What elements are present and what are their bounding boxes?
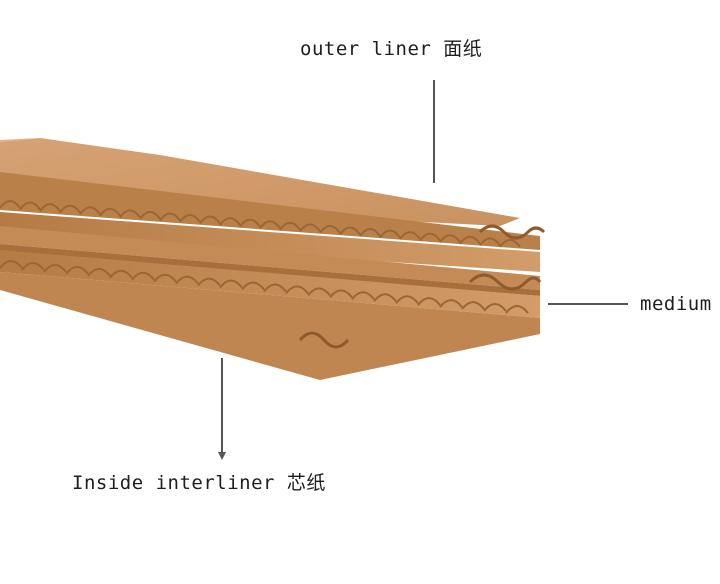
flute-ridge <box>65 265 89 275</box>
flute-ridge <box>263 283 287 293</box>
flute-ridge <box>59 204 81 214</box>
flute-ridge <box>219 279 243 289</box>
flute-ridge <box>351 291 375 300</box>
flute-ridge <box>459 235 481 245</box>
flute-ridge <box>109 269 133 279</box>
flute-ridge <box>99 207 121 217</box>
flute-ridge <box>159 212 181 222</box>
cross-section-edge <box>298 224 546 349</box>
flute-ridge <box>399 231 421 240</box>
flute-ridge <box>299 223 321 232</box>
flute-ridge <box>461 301 485 310</box>
flute-ridge <box>359 228 381 237</box>
flute-ridge <box>197 277 221 287</box>
flute-ridge <box>179 214 201 223</box>
flute-ridge <box>241 281 265 291</box>
flute-ridge <box>43 263 67 273</box>
flute-ridge <box>417 297 441 306</box>
flute-ridge <box>505 304 529 314</box>
outer-liner-label: outer liner 面纸 <box>300 38 483 60</box>
flute-ridge <box>39 203 61 212</box>
flute-ridge <box>279 221 301 231</box>
flute-ridge <box>439 299 463 308</box>
flute-ridge <box>285 285 309 295</box>
leader-arrowhead <box>218 452 226 460</box>
flute-ridge <box>373 293 397 302</box>
upper-flute-layer <box>0 172 540 272</box>
flute-ridge <box>79 206 101 215</box>
flute-ridge <box>419 232 441 242</box>
flute-ridge <box>329 289 353 298</box>
flute-ridge <box>87 267 111 277</box>
flute-ridge <box>395 295 419 304</box>
flute-ridge <box>307 287 331 297</box>
flute-ridge <box>439 234 461 243</box>
medium-label: medium <box>640 293 712 315</box>
flute-ridge <box>379 229 401 239</box>
flute-ridge <box>139 210 161 220</box>
flute-ridge <box>479 237 501 246</box>
flute-ridge <box>19 201 41 211</box>
flute-ridge <box>219 217 241 226</box>
flute-ridge <box>0 260 23 269</box>
inside-interliner-sheet <box>0 226 540 296</box>
flute-ridge <box>259 220 281 229</box>
lower-flute-layer <box>0 250 540 380</box>
flute-ridge <box>499 238 521 248</box>
inside-interliner-label: Inside interliner 芯纸 <box>72 472 326 494</box>
flute-ridge <box>119 209 141 218</box>
flute-ridge <box>153 273 177 283</box>
flute-ridge <box>239 218 261 228</box>
flute-ridge <box>339 226 361 236</box>
flute-ridge <box>319 224 341 234</box>
flute-ridge <box>0 200 21 209</box>
flute-ridge <box>199 215 221 225</box>
flute-ridge <box>21 261 45 271</box>
flute-ridge <box>483 303 507 312</box>
flute-ridge <box>175 275 199 285</box>
flute-ridge <box>131 271 155 281</box>
